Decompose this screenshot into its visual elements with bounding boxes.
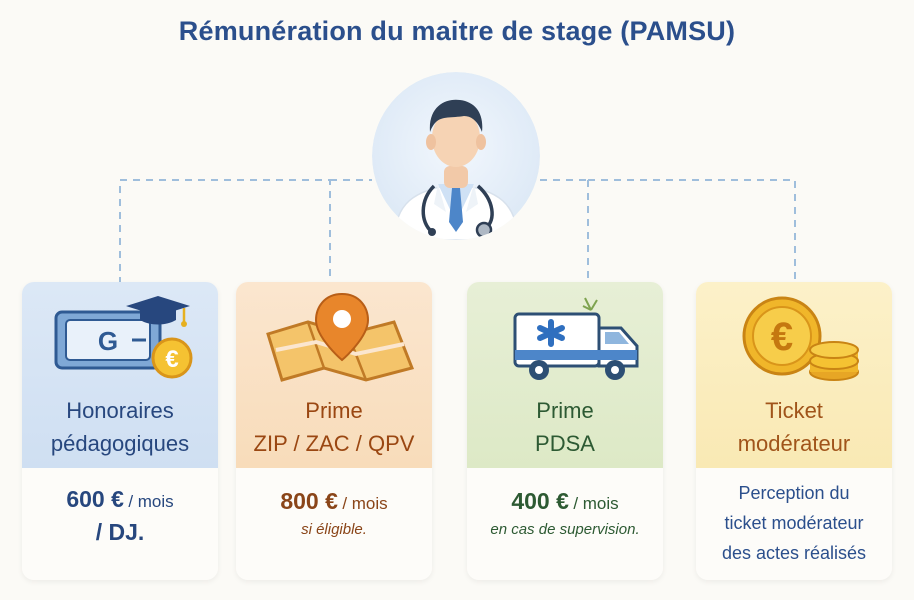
amount-block: 400 € / mois en cas de supervision.	[467, 488, 663, 538]
amount-condition: si éligible.	[301, 521, 367, 538]
amount-condition: en cas de supervision.	[490, 521, 640, 538]
card-header: Prime PDSA	[467, 282, 663, 468]
card-body: 600 € / mois / DJ.	[22, 468, 218, 580]
description-line: Perception du	[738, 483, 850, 503]
card-header: G € Honoraires pédagogiques	[22, 282, 218, 468]
amount-unit: / mois	[573, 494, 619, 513]
banknote-graduation-cap-euro-icon: G €	[54, 296, 193, 379]
card-heading: Ticket modérateur	[737, 398, 851, 456]
ambulance-icon	[513, 297, 639, 380]
amount-extra: / DJ.	[95, 519, 145, 545]
doctor-avatar-icon	[372, 72, 540, 240]
description-block: Perception du ticket modérateur des acte…	[696, 478, 892, 568]
card-heading: Prime PDSA	[535, 398, 595, 456]
card-prime-pdsa: Prime PDSA 400 € / mois en cas de superv…	[467, 282, 663, 580]
svg-text:€: €	[165, 346, 178, 373]
card-heading: Honoraires pédagogiques	[50, 398, 190, 456]
amount-block: 800 € / mois si éligible.	[236, 488, 432, 538]
card-heading: Prime ZIP / ZAC / QPV	[253, 398, 415, 456]
amount-block: 600 € / mois / DJ.	[22, 486, 218, 546]
card-header: Prime ZIP / ZAC / QPV	[236, 282, 432, 468]
card-ticket-moderateur: € Ticket modérateur Perception du ticket…	[696, 282, 892, 580]
amount-unit: / mois	[342, 494, 388, 513]
card-body: Perception du ticket modérateur des acte…	[696, 468, 892, 580]
card-prime-zip: Prime ZIP / ZAC / QPV 800 € / mois si él…	[236, 282, 432, 580]
card-header: € Ticket modérateur	[696, 282, 892, 468]
description-line: des actes réalisés	[721, 543, 867, 563]
description-line: ticket modérateur	[724, 513, 864, 533]
page-title: Rémunération du maitre de stage (PAMSU)	[178, 16, 736, 46]
amount-unit: / mois	[128, 492, 174, 511]
euro-coins-icon: €	[742, 296, 859, 381]
card-body: 400 € / mois en cas de supervision.	[467, 468, 663, 580]
svg-text:G: G	[98, 326, 118, 356]
amount-value: 800 €	[280, 488, 338, 514]
card-body: 800 € / mois si éligible.	[236, 468, 432, 580]
card-honoraires-pedagogiques: G € Honoraires pédagogiques 600 € / mois…	[22, 282, 218, 580]
map-pin-icon	[266, 292, 415, 382]
amount-value: 600 €	[66, 486, 124, 512]
amount-value: 400 €	[511, 488, 569, 514]
svg-text:€: €	[771, 315, 793, 359]
